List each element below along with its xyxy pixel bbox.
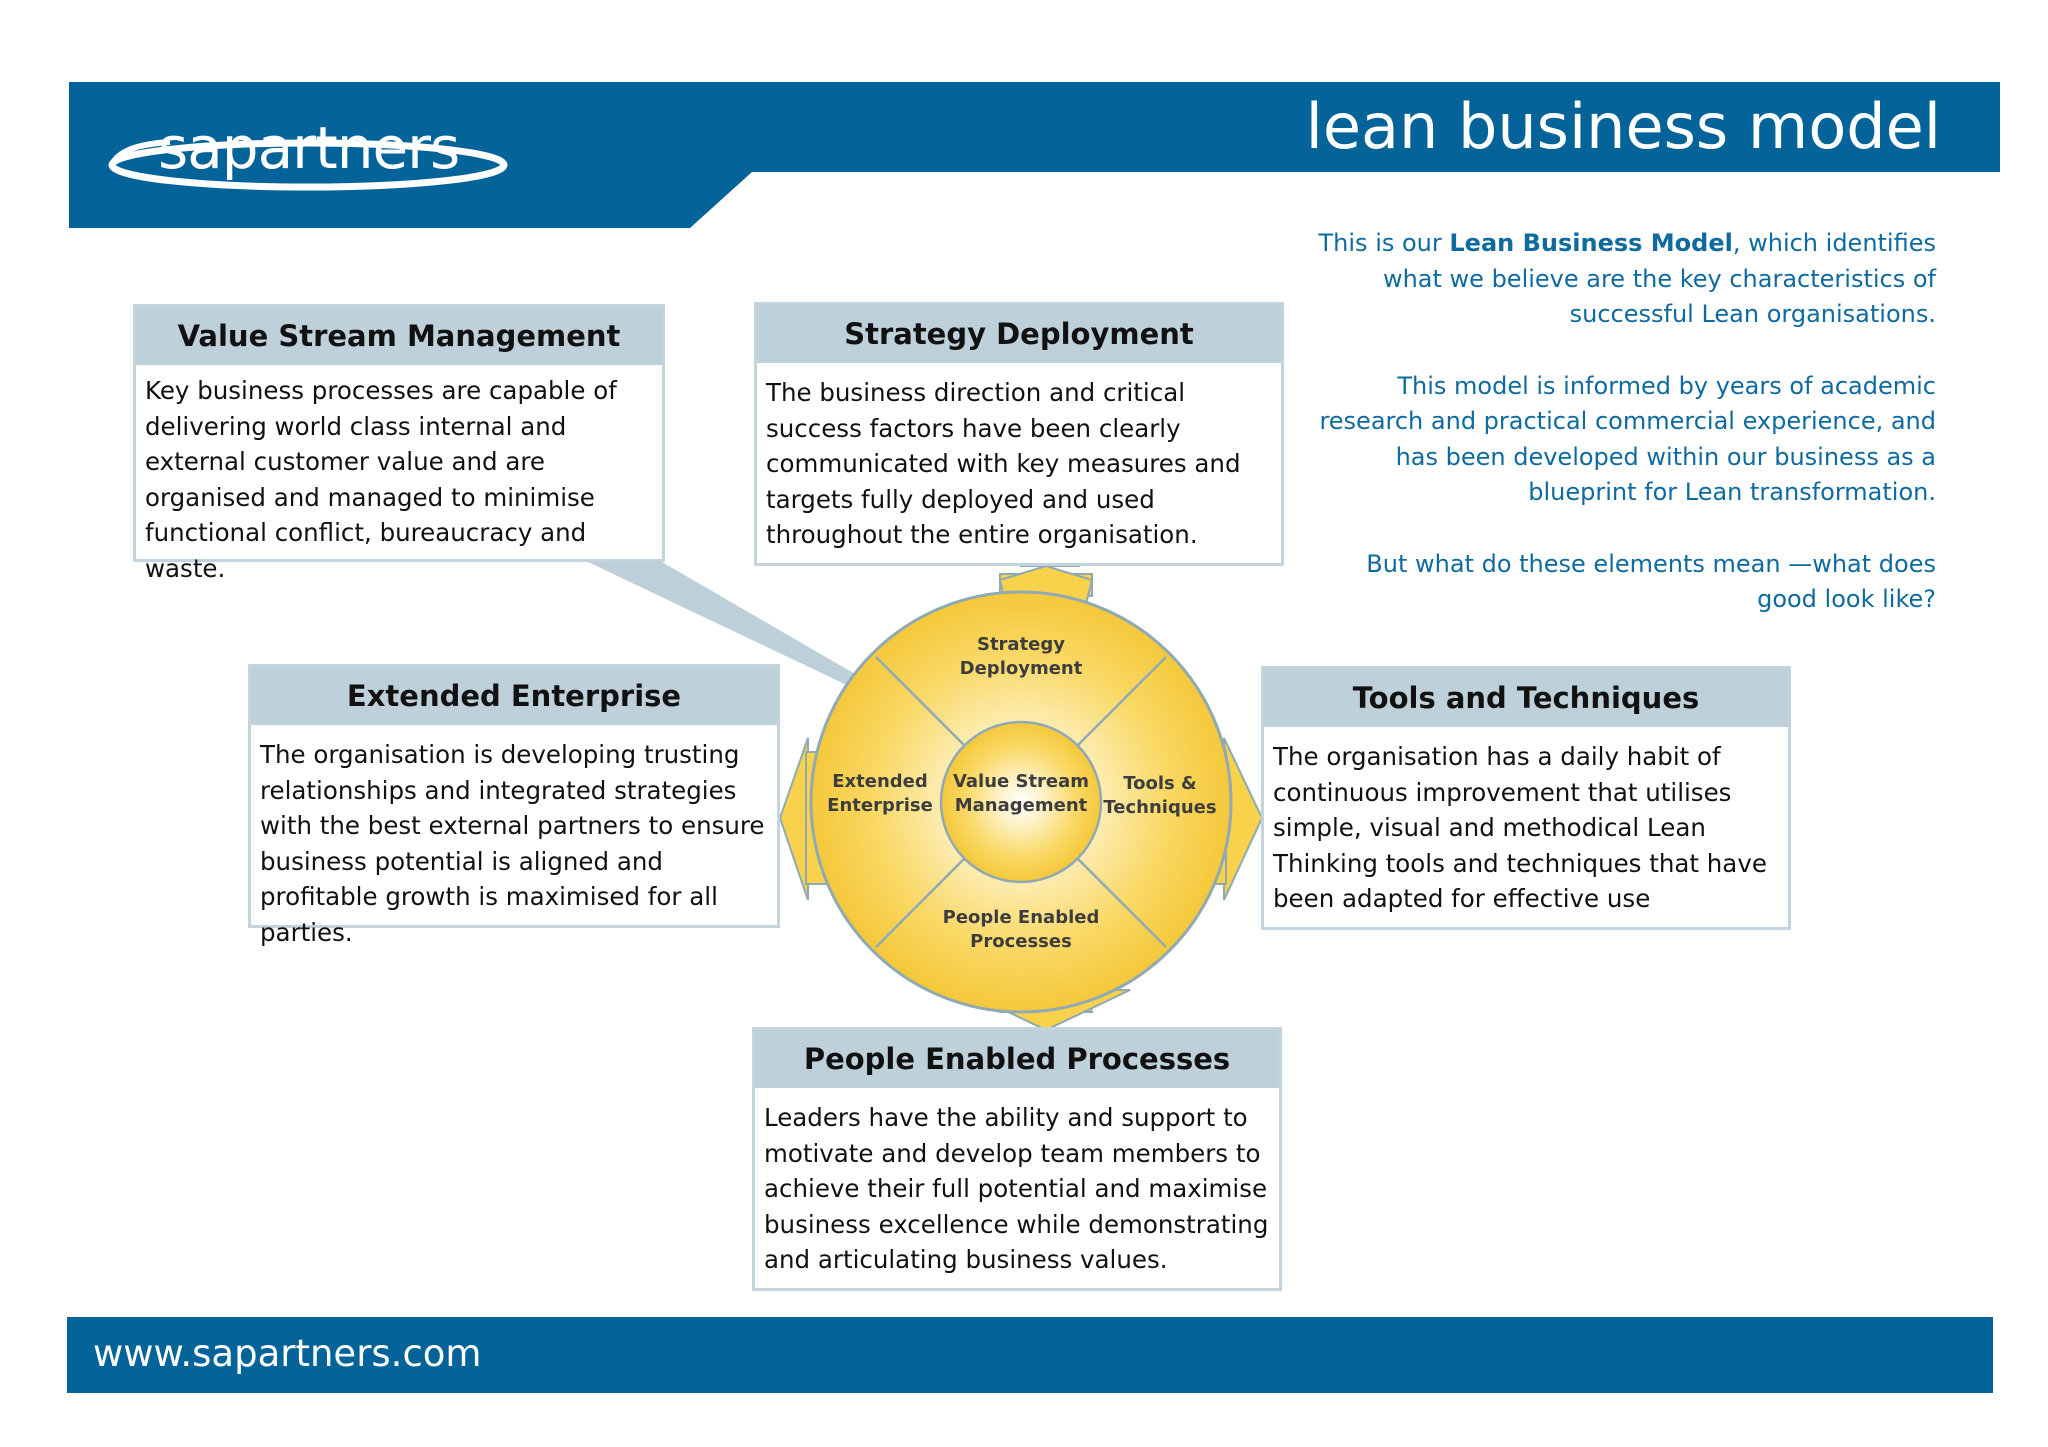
page-title: lean business model <box>1305 90 1941 163</box>
box-extended-enterprise: Extended Enterprise The organisation is … <box>248 664 780 947</box>
box-title: Tools and Techniques <box>1264 669 1788 727</box>
footer-band: www.sapartners.com <box>67 1317 1993 1393</box>
box-title: Strategy Deployment <box>757 305 1281 363</box>
box-tools-and-techniques: Tools and Techniques The organisation ha… <box>1261 666 1791 930</box>
center-hub <box>939 720 1103 884</box>
website-link[interactable]: www.sapartners.com <box>93 1332 482 1375</box>
logo[interactable]: sapartners <box>158 114 460 182</box>
box-body: Leaders have the ability and support to … <box>764 1103 1269 1274</box>
box-body: The organisation has a daily habit of co… <box>1273 742 1767 913</box>
box-strategy-deployment: Strategy Deployment The business directi… <box>754 302 1284 566</box>
intro-paragraph-2: This model is informed by years of acade… <box>1319 371 1936 507</box>
box-title: People Enabled Processes <box>755 1030 1279 1088</box>
wheel-label-tools: Tools &Techniques <box>1103 773 1217 818</box>
box-body: The business direction and critical succ… <box>766 378 1241 549</box>
intro-paragraph-1: This is our Lean Business Model, which i… <box>1318 229 1936 328</box>
box-title: Value Stream Management <box>136 307 662 365</box>
box-body: The organisation is developing trusting … <box>260 740 765 947</box>
intro-text: This is our Lean Business Model, which i… <box>1316 226 1936 654</box>
logo-swoosh-icon <box>108 139 508 191</box>
header-band <box>69 82 2000 228</box>
box-people-enabled-processes: People Enabled Processes Leaders have th… <box>752 1027 1282 1291</box>
box-value-stream-management: Value Stream Management Key business pro… <box>133 304 665 583</box>
box-body: Key business processes are capable of de… <box>145 376 617 583</box>
intro-paragraph-3: But what do these elements mean —what do… <box>1366 549 1936 614</box>
box-title: Extended Enterprise <box>251 667 777 725</box>
